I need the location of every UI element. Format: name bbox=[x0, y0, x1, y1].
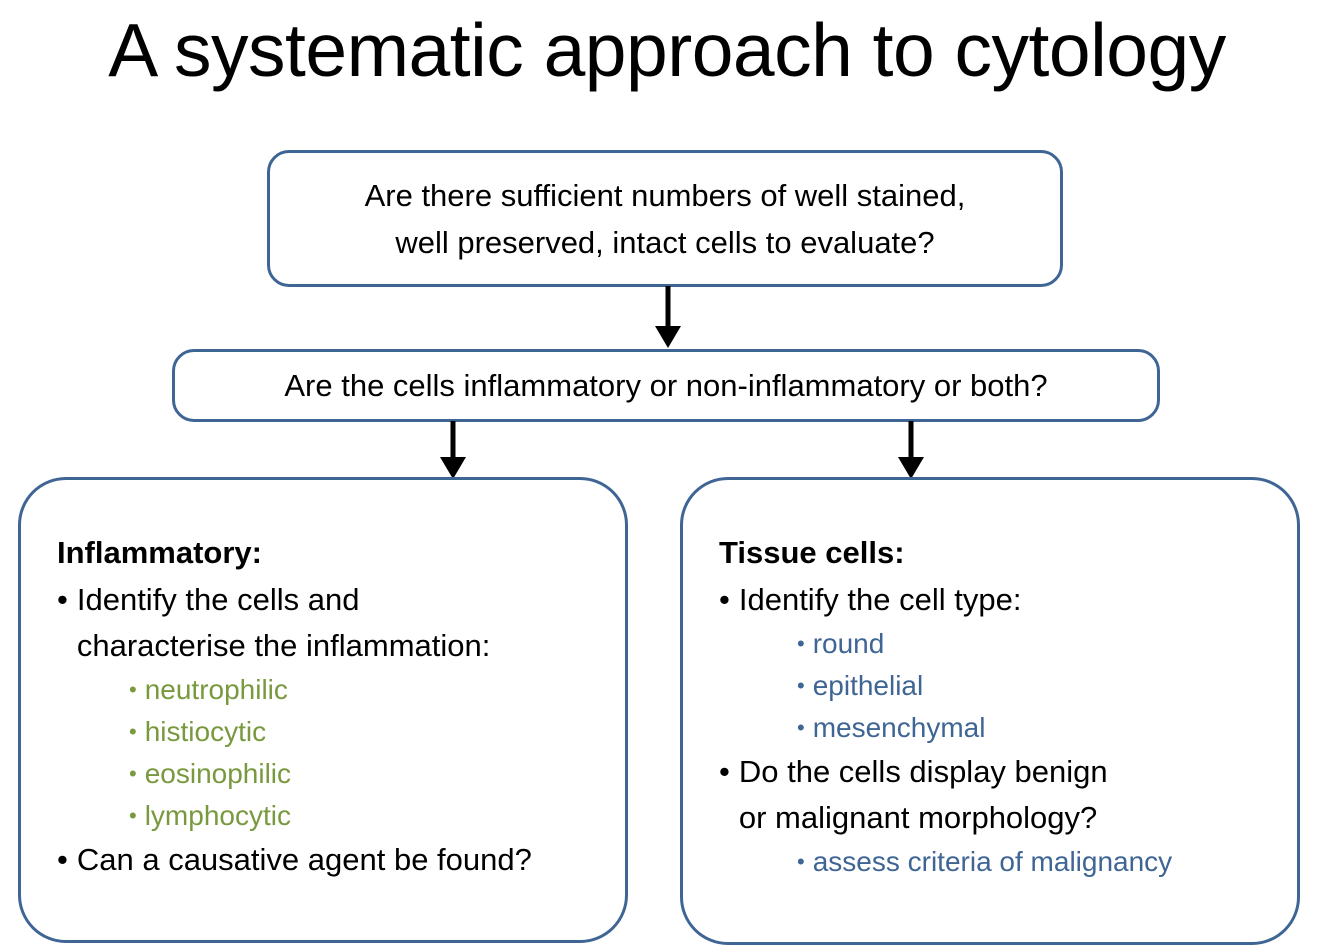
tissue-cells-subbullet-epithelial-label: epithelial bbox=[812, 670, 924, 701]
inflammatory-subbullet-histiocytic: • histiocytic bbox=[129, 711, 599, 753]
tissue-cells-subbullet-assess-criteria-label: assess criteria of malignancy bbox=[812, 846, 1173, 877]
tissue-cells-bullet-morphology-line2: or malignant morphology? bbox=[738, 800, 1098, 835]
tissue-cells-bullet-identify: • Identify the cell type: bbox=[719, 577, 1271, 623]
inflammatory-subbullet-eosinophilic: • eosinophilic bbox=[129, 753, 599, 795]
tissue-cells-bullet-identify-text: Identify the cell type: bbox=[739, 577, 1271, 623]
inflammatory-bullet-identify-line2: characterise the inflammation: bbox=[76, 628, 491, 663]
inflammatory-subbullet-neutrophilic: • neutrophilic bbox=[129, 669, 599, 711]
decision-box-inflammatory-or-not: Are the cells inflammatory or non-inflam… bbox=[172, 349, 1160, 422]
outcome-box-inflammatory: Inflammatory: • Identify the cells and c… bbox=[18, 477, 628, 943]
bullet-glyph-icon: • bbox=[129, 761, 137, 786]
inflammatory-content: Inflammatory: • Identify the cells and c… bbox=[21, 480, 625, 883]
inflammatory-subbullet-neutrophilic-label: neutrophilic bbox=[144, 674, 288, 705]
bullet-glyph-icon: • bbox=[129, 803, 137, 828]
tissue-cells-subbullet-mesenchymal: • mesenchymal bbox=[797, 707, 1271, 749]
bullet-glyph-icon: • bbox=[719, 754, 730, 789]
inflammatory-bullet-identify-line1: Identify the cells and bbox=[76, 582, 360, 617]
tissue-cells-content: Tissue cells: • Identify the cell type: … bbox=[683, 480, 1297, 883]
inflammatory-bullet-causative-agent: • Can a causative agent be found? bbox=[57, 837, 599, 883]
arrow-question2-to-tissue-cells bbox=[893, 421, 929, 486]
bullet-glyph-icon: • bbox=[797, 631, 805, 656]
tissue-cells-subbullet-round-label: round bbox=[812, 628, 885, 659]
bullet-glyph-icon: • bbox=[57, 582, 68, 617]
decision-box-inflammatory-or-not-text: Are the cells inflammatory or non-inflam… bbox=[284, 366, 1047, 406]
outcome-box-tissue-cells: Tissue cells: • Identify the cell type: … bbox=[680, 477, 1300, 945]
inflammatory-bullet-identify-text: Identify the cells and characterise the … bbox=[77, 577, 599, 669]
bullet-glyph-icon: • bbox=[129, 677, 137, 702]
inflammatory-bullet-identify: • Identify the cells and characterise th… bbox=[57, 577, 599, 669]
tissue-cells-subbullet-round: • round bbox=[797, 623, 1271, 665]
inflammatory-bullet-causative-agent-text: Can a causative agent be found? bbox=[77, 837, 599, 883]
bullet-glyph-icon: • bbox=[57, 842, 68, 877]
tissue-cells-subbullet-epithelial: • epithelial bbox=[797, 665, 1271, 707]
tissue-cells-heading: Tissue cells: bbox=[719, 535, 905, 570]
bullet-glyph-icon: • bbox=[797, 849, 805, 874]
arrow-question2-to-inflammatory bbox=[435, 421, 471, 486]
bullet-glyph-icon: • bbox=[797, 673, 805, 698]
inflammatory-subbullet-lymphocytic-label: lymphocytic bbox=[144, 800, 291, 831]
tissue-cells-subbullet-assess-criteria: • assess criteria of malignancy bbox=[797, 841, 1271, 883]
question1-line2: well preserved, intact cells to evaluate… bbox=[395, 224, 935, 260]
decision-box-sample-adequacy: Are there sufficient numbers of well sta… bbox=[267, 150, 1063, 287]
inflammatory-heading: Inflammatory: bbox=[57, 535, 262, 570]
question2-line1: Are the cells inflammatory or non-inflam… bbox=[284, 367, 1048, 403]
inflammatory-subbullet-histiocytic-label: histiocytic bbox=[144, 716, 267, 747]
bullet-glyph-icon: • bbox=[719, 582, 730, 617]
tissue-cells-bullet-morphology-line1: Do the cells display benign bbox=[738, 754, 1108, 789]
tissue-cells-bullet-morphology: • Do the cells display benign or maligna… bbox=[719, 749, 1271, 841]
question1-line1: Are there sufficient numbers of well sta… bbox=[364, 177, 966, 213]
tissue-cells-bullet-identify-line1: Identify the cell type: bbox=[738, 582, 1022, 617]
decision-box-sample-adequacy-text: Are there sufficient numbers of well sta… bbox=[365, 172, 966, 266]
bullet-glyph-icon: • bbox=[129, 719, 137, 744]
inflammatory-subbullet-eosinophilic-label: eosinophilic bbox=[144, 758, 292, 789]
page-title: A systematic approach to cytology bbox=[108, 8, 1226, 92]
arrow-question1-to-question2 bbox=[650, 286, 686, 355]
tissue-cells-subbullet-mesenchymal-label: mesenchymal bbox=[812, 712, 986, 743]
inflammatory-subbullet-lymphocytic: • lymphocytic bbox=[129, 795, 599, 837]
inflammatory-bullet-causative-agent-line1: Can a causative agent be found? bbox=[76, 842, 532, 877]
bullet-glyph-icon: • bbox=[797, 715, 805, 740]
tissue-cells-bullet-morphology-text: Do the cells display benign or malignant… bbox=[739, 749, 1271, 841]
